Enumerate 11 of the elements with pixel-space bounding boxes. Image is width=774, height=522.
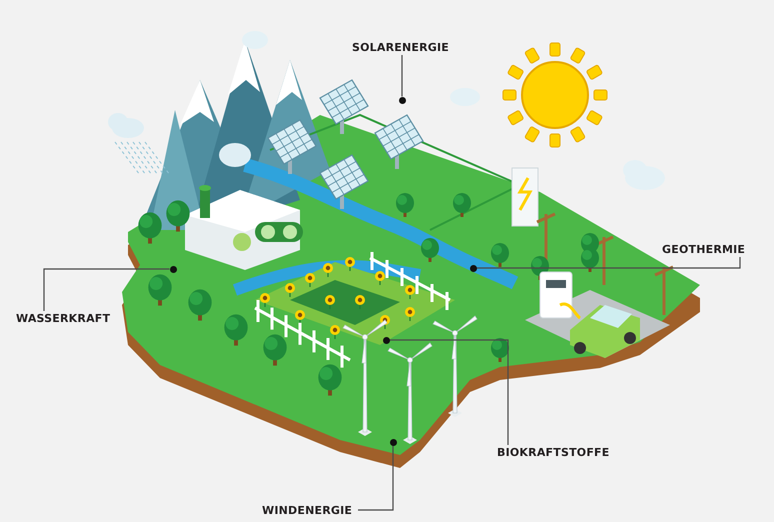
leader-line [358,446,394,511]
callout-label: BIOKRAFTSTOFFE [497,445,610,460]
callout-label: SOLARENERGIE [352,40,450,55]
leader-line [401,55,403,96]
callout-label: GEOTHERMIE [662,242,746,257]
leader-line [390,339,509,445]
callout-label: WINDENERGIE [262,503,352,518]
marker-dot [398,96,406,104]
callout-label: WASSERKRAFT [16,311,110,326]
leader-line [476,257,741,269]
leader-line [43,268,170,311]
